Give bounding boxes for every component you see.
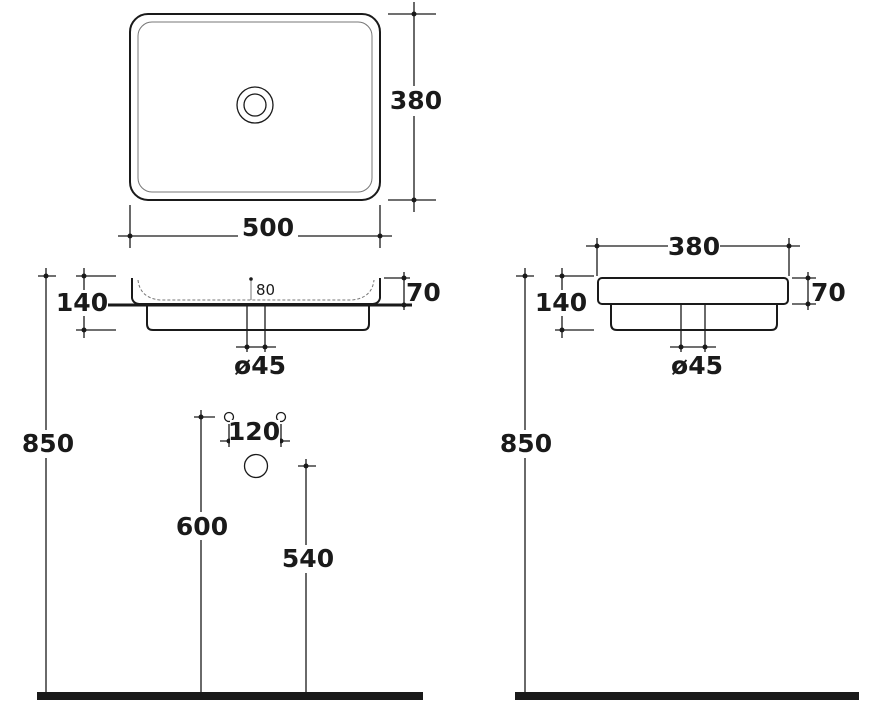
drain-inner [243,93,267,117]
side-basin-upper [597,277,789,305]
front-drain-label: ø45 [234,351,286,380]
tap-height-label: 600 [176,512,228,541]
front-rim-label: 70 [406,278,441,307]
basin-outline-inner [137,21,373,193]
side-height-label: 140 [535,288,587,317]
side-rim-label: 70 [811,278,846,307]
front-basin-lower [146,305,370,331]
tap-hole-left [223,411,235,423]
drain-outer [236,86,274,124]
top-width-tick-left [127,233,133,239]
top-width-tick-right [377,233,383,239]
floor-height-label: 850 [22,429,74,458]
top-width-label: 500 [242,213,294,242]
basin-outline-outer [129,13,381,201]
drain-height-label: 540 [282,544,334,573]
side-basin-lower [610,304,778,331]
front-view: 80 140 70 ø45 [56,268,441,380]
top-depth-tick-top [411,11,417,17]
top-depth-tick-bottom [411,197,417,203]
tap-spacing-label: 120 [228,417,280,446]
front-inner-depth-label: 80 [256,281,275,299]
side-drain-label: ø45 [671,351,723,380]
front-basin-inner [137,279,375,301]
side-depth-label: 380 [668,232,720,261]
floor-left [37,692,423,700]
top-view: 500 380 [118,2,442,248]
floor-right [515,692,859,700]
front-height-label: 140 [56,288,108,317]
wall-view: 120 600 540 850 [22,268,423,700]
tap-hole-right [275,411,287,423]
side-floor-height-label: 850 [500,429,552,458]
side-view: 380 140 70 ø45 850 [500,232,859,700]
wall-drain-hole [243,453,269,479]
top-depth-label: 380 [390,86,442,115]
